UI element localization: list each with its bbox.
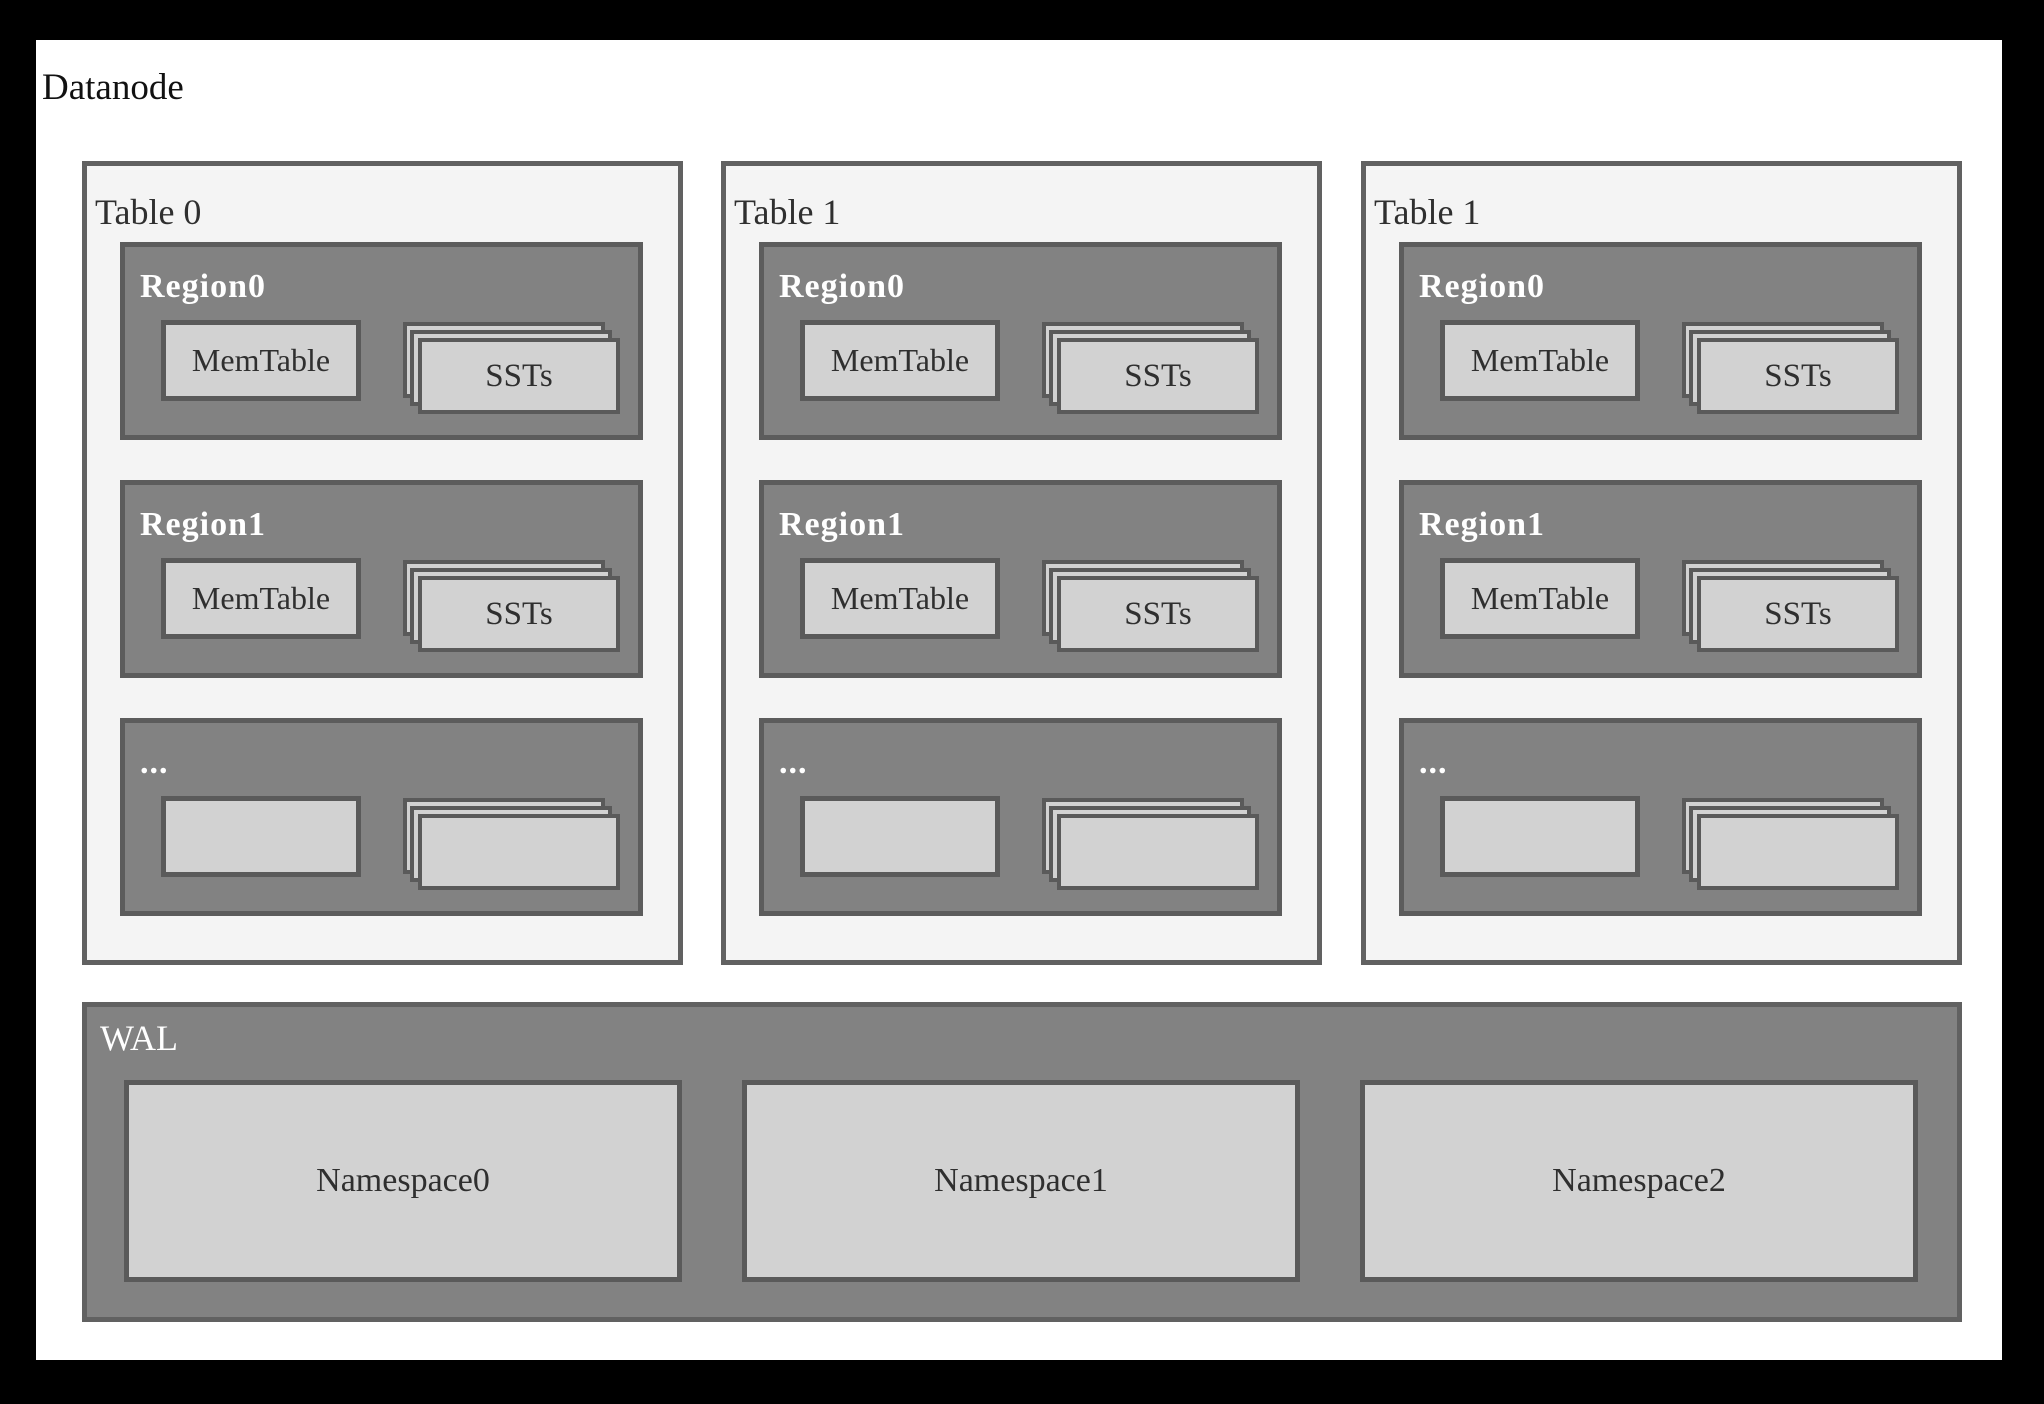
ssts-box: SSTs xyxy=(1057,576,1259,652)
region-box: Region1 MemTable SSTs xyxy=(120,480,643,678)
ssts-box-empty xyxy=(1697,814,1899,890)
ssts-stack: SSTs xyxy=(1042,322,1261,416)
region-label: Region0 xyxy=(140,268,266,305)
ssts-box: SSTs xyxy=(1697,338,1899,414)
ssts-stack xyxy=(403,798,622,892)
table-box-0: Table 0 Region0 MemTable SSTs Region1 Me… xyxy=(82,161,683,965)
region-label: ... xyxy=(779,744,808,781)
namespace-box-0: Namespace0 xyxy=(124,1080,682,1282)
region-box: Region0 MemTable SSTs xyxy=(120,242,643,440)
region-box: Region0 MemTable SSTs xyxy=(1399,242,1922,440)
ssts-stack: SSTs xyxy=(1682,560,1901,654)
region-label: Region0 xyxy=(779,268,905,305)
region-label: Region0 xyxy=(1419,268,1545,305)
table-label: Table 0 xyxy=(95,192,202,232)
region-box: Region0 MemTable SSTs xyxy=(759,242,1282,440)
ssts-stack xyxy=(1682,798,1901,892)
memtable-box: MemTable xyxy=(1440,558,1640,639)
memtable-box-empty xyxy=(800,796,1000,877)
region-label: Region1 xyxy=(1419,506,1545,543)
table-label: Table 1 xyxy=(1374,192,1481,232)
region-box-ellipsis: ... xyxy=(120,718,643,916)
memtable-box: MemTable xyxy=(161,558,361,639)
ssts-box: SSTs xyxy=(418,338,620,414)
memtable-box: MemTable xyxy=(800,320,1000,401)
memtable-box: MemTable xyxy=(161,320,361,401)
ssts-box: SSTs xyxy=(1697,576,1899,652)
namespace-box-1: Namespace1 xyxy=(742,1080,1300,1282)
ssts-box-empty xyxy=(1057,814,1259,890)
table-label: Table 1 xyxy=(734,192,841,232)
ssts-stack: SSTs xyxy=(1682,322,1901,416)
memtable-box: MemTable xyxy=(800,558,1000,639)
region-label: Region1 xyxy=(779,506,905,543)
region-box: Region1 MemTable SSTs xyxy=(759,480,1282,678)
memtable-box-empty xyxy=(161,796,361,877)
region-box: Region1 MemTable SSTs xyxy=(1399,480,1922,678)
ssts-box: SSTs xyxy=(418,576,620,652)
page-title: Datanode xyxy=(42,67,184,108)
ssts-stack: SSTs xyxy=(1042,560,1261,654)
table-box-1: Table 1 Region0 MemTable SSTs Region1 Me… xyxy=(721,161,1322,965)
namespace-box-2: Namespace2 xyxy=(1360,1080,1918,1282)
region-label: Region1 xyxy=(140,506,266,543)
table-box-2: Table 1 Region0 MemTable SSTs Region1 Me… xyxy=(1361,161,1962,965)
region-label: ... xyxy=(1419,744,1448,781)
wal-label: WAL xyxy=(100,1018,178,1058)
memtable-box: MemTable xyxy=(1440,320,1640,401)
ssts-box-empty xyxy=(418,814,620,890)
ssts-stack: SSTs xyxy=(403,322,622,416)
ssts-stack: SSTs xyxy=(403,560,622,654)
datanode-page: Datanode Table 0 Region0 MemTable SSTs R… xyxy=(36,40,2002,1360)
region-box-ellipsis: ... xyxy=(759,718,1282,916)
wal-box: WAL Namespace0 Namespace1 Namespace2 xyxy=(82,1002,1962,1322)
region-label: ... xyxy=(140,744,169,781)
ssts-box: SSTs xyxy=(1057,338,1259,414)
memtable-box-empty xyxy=(1440,796,1640,877)
region-box-ellipsis: ... xyxy=(1399,718,1922,916)
ssts-stack xyxy=(1042,798,1261,892)
